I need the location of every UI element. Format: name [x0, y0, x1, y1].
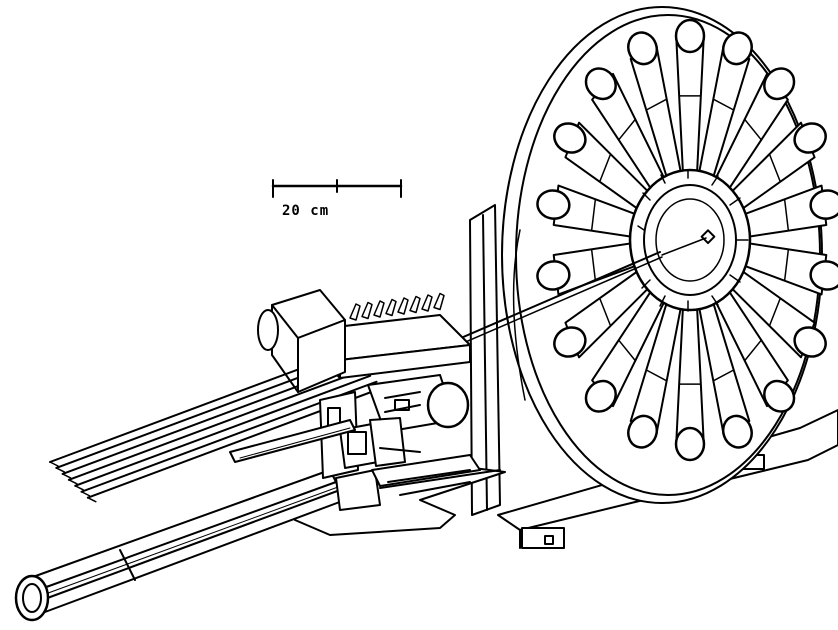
holder-finger [362, 303, 372, 319]
wire-rod-bundle [50, 352, 383, 502]
detector-array [535, 20, 838, 460]
wire-rod-tip [75, 483, 83, 490]
detector-tube-band [745, 120, 761, 140]
detector-end-cap [676, 20, 704, 52]
detector-tube-band [592, 200, 596, 231]
detector-end-cap [758, 62, 800, 105]
detector-tube-band [647, 370, 667, 381]
wire-rod-tip [69, 477, 77, 484]
scale-bar [273, 180, 401, 197]
detector-end-cap [789, 118, 831, 158]
detector-tube-band [745, 340, 761, 360]
detector-end-cap [580, 375, 622, 418]
holder-finger [398, 298, 408, 314]
holder-finger [434, 294, 444, 310]
detector-tube-band [714, 370, 734, 381]
holder-finger [422, 295, 432, 311]
detector-end-cap [624, 28, 661, 68]
detector-tube-band [619, 120, 635, 140]
detector-tube-band [714, 99, 734, 110]
push-rod-housing [16, 470, 345, 620]
holder-finger [374, 301, 384, 317]
wire-rod [69, 370, 364, 480]
wire-rod-tip [50, 459, 58, 466]
detector-tube-band [600, 155, 611, 182]
wire-rod-tip [63, 471, 71, 478]
detector-end-cap [719, 412, 756, 452]
holder-finger [386, 300, 396, 316]
detector-end-cap [549, 322, 591, 362]
detector-end-cap [535, 188, 571, 221]
detector-end-cap [789, 322, 831, 362]
detector-tube-band [770, 155, 781, 182]
wire-rod [75, 376, 370, 486]
detector-end-cap [580, 62, 622, 105]
wire-rod-tip [88, 495, 96, 502]
holder-finger [350, 304, 360, 320]
detector-end-cap [808, 259, 838, 292]
holder-finger [410, 297, 420, 313]
detector-end-cap [535, 259, 571, 292]
detector-end-cap [624, 412, 661, 452]
detector-end-cap [719, 28, 756, 68]
detector-tube-band [770, 299, 781, 326]
slide-rail [230, 420, 480, 486]
rod-holder [310, 294, 470, 379]
detector-tube-band [600, 299, 611, 326]
detector-tube-band [647, 99, 667, 110]
wire-rod [50, 352, 345, 462]
left-motor [258, 290, 345, 392]
detector-end-cap [758, 375, 800, 418]
detector-tube-band [785, 250, 789, 281]
detector-tube-band [785, 200, 789, 231]
detector-tube-band [619, 340, 635, 360]
wire-rod-tip [82, 489, 90, 496]
detector-end-cap [808, 188, 838, 221]
central-hub [630, 170, 750, 311]
detector-end-cap [549, 118, 591, 158]
wire-rod-tip [56, 465, 64, 472]
scale-bar-label: 20 cm [282, 203, 330, 219]
detector-tube-band [592, 250, 596, 281]
detector-end-cap [676, 428, 704, 460]
